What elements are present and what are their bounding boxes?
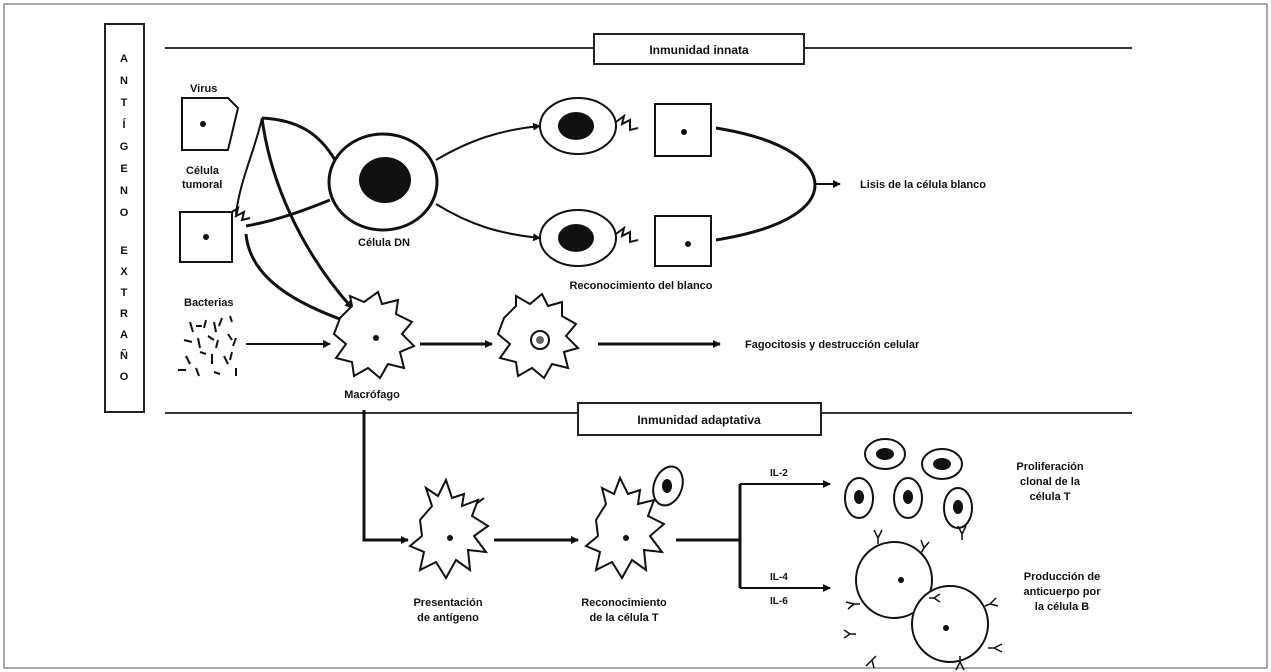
t-recognition-label-2: de la célula T	[589, 612, 658, 624]
b-cell-1	[855, 541, 933, 619]
side-letter: X	[120, 266, 128, 278]
macrophage-to-presentation-arrow	[362, 410, 409, 544]
antibodies	[843, 525, 1003, 671]
target-recognition-label: Reconocimiento del blanco	[569, 280, 712, 292]
phagosome-core	[536, 336, 544, 344]
nk-to-bottom-effector-arrow	[435, 203, 541, 242]
b-cell-2	[911, 585, 989, 663]
tumor-cell-label-1: Célula	[186, 165, 220, 177]
il4-label: IL-4	[770, 572, 788, 583]
side-letter: Ñ	[120, 349, 128, 362]
side-letter: T	[121, 287, 128, 299]
tumor-to-nk-arrow	[245, 198, 331, 228]
antigen-presenting-cell	[408, 477, 490, 580]
tumor-to-macrophage-arrow	[244, 233, 349, 324]
effector-cell-top	[539, 97, 617, 155]
tumor-cell-label-2: tumoral	[182, 179, 222, 191]
il6-label: IL-6	[770, 596, 788, 607]
target-cell-bottom	[654, 215, 712, 267]
il2-label: IL-2	[770, 468, 788, 479]
nk-cell-label: Célula DN	[358, 237, 410, 249]
virus-label: Virus	[190, 83, 217, 95]
side-letter: E	[120, 163, 127, 175]
side-letter: O	[120, 371, 129, 383]
innate-title: Inmunidad innata	[649, 43, 749, 57]
side-letter: E	[120, 245, 127, 257]
adaptive-title-box: Inmunidad adaptativa	[577, 402, 822, 436]
apc-nucleus	[447, 535, 453, 541]
macrophage	[332, 290, 416, 380]
bacteria-label: Bacterias	[184, 297, 234, 309]
antigen-presentation-label-2: de antígeno	[417, 612, 479, 624]
apc2-nucleus	[623, 535, 629, 541]
target-lysis-label: Lisis de la célula blanco	[860, 179, 986, 191]
antibody-label-2: anticuerpo por	[1023, 586, 1101, 598]
side-letter: R	[120, 308, 128, 320]
synapse-top	[615, 113, 639, 132]
nk-to-top-effector-arrow	[435, 122, 541, 161]
side-letter: N	[120, 75, 128, 87]
side-letter: A	[120, 329, 128, 341]
nk-cell	[327, 132, 439, 232]
virus-arc-left	[235, 117, 263, 215]
t-cell	[652, 465, 684, 507]
virus-infected-cell	[181, 97, 240, 151]
apc-with-t-cell	[584, 475, 666, 580]
proliferation-label-1: Proliferación	[1016, 461, 1084, 473]
virus-to-nk-arrow	[261, 116, 337, 161]
side-letter: N	[120, 185, 128, 197]
adaptive-title: Inmunidad adaptativa	[637, 413, 761, 427]
proliferation-label-3: célula T	[1030, 491, 1071, 503]
side-letter: T	[121, 97, 128, 109]
phagocytosis-label: Fagocitosis y destrucción celular	[745, 339, 920, 351]
effector-cell-bottom	[539, 209, 617, 267]
side-letter: Í	[122, 118, 126, 131]
side-letter: A	[120, 53, 128, 65]
side-letter: O	[120, 207, 129, 219]
innate-title-box: Inmunidad innata	[593, 33, 805, 65]
antibody-label-3: la célula B	[1035, 601, 1089, 613]
target-cell-top	[654, 103, 712, 157]
macrophage-label: Macrófago	[344, 389, 400, 401]
macrophage-nucleus	[373, 335, 379, 341]
antigen-presentation-label-1: Presentación	[413, 597, 482, 609]
t-recognition-label-1: Reconocimiento	[581, 597, 667, 609]
side-letter: G	[120, 141, 129, 153]
bacteria-cluster	[178, 315, 237, 377]
tumor-cell	[179, 211, 233, 263]
antibody-label-1: Producción de	[1024, 571, 1100, 583]
synapse-bottom	[615, 225, 639, 244]
proliferation-label-2: clonal de la	[1020, 476, 1081, 488]
t-cell-clones	[844, 438, 973, 529]
apc-antigen-marker	[475, 497, 485, 505]
